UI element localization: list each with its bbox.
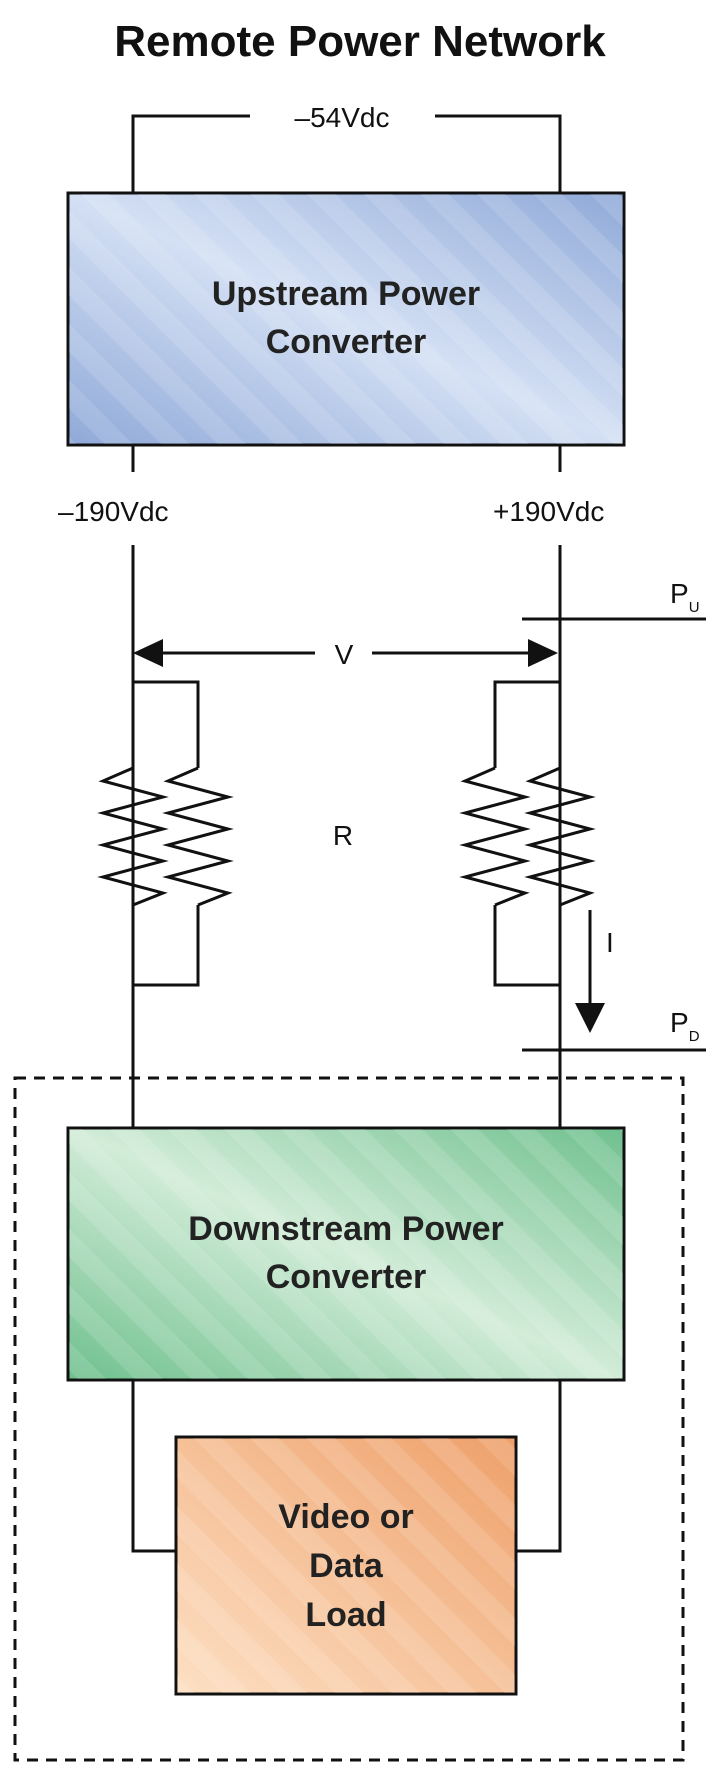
voltage-arrow — [133, 639, 558, 667]
load-wire-right — [516, 1380, 562, 1553]
pos-voltage-label: +190Vdc — [493, 496, 604, 527]
current-arrow — [575, 910, 605, 1033]
input-wire-left — [131, 114, 250, 195]
upstream-label-line1: Upstream Power — [212, 275, 480, 313]
load-wire-left — [131, 1380, 176, 1553]
pu-label-sub: U — [689, 599, 700, 616]
voltage-v-label: V — [335, 639, 354, 670]
downstream-label-line1: Downstream Power — [188, 1210, 504, 1248]
pd-label-main: P — [670, 1007, 689, 1038]
pd-label: PD — [670, 1007, 700, 1045]
pos-line-resistor-pair — [459, 680, 596, 987]
input-voltage-label: –54Vdc — [295, 102, 390, 133]
load-label-line2: Data — [309, 1547, 384, 1585]
current-i-label: I — [606, 927, 614, 958]
load-label-line1: Video or — [278, 1498, 413, 1536]
neg-voltage-label: –190Vdc — [58, 496, 169, 527]
video-data-load-block: Video or Data Load — [174, 1435, 518, 1696]
pu-label: PU — [670, 578, 700, 616]
neg-line-resistor-pair — [97, 680, 234, 987]
input-wire-right — [435, 114, 562, 195]
pd-label-sub: D — [689, 1028, 700, 1045]
remote-site-enclosure — [13, 1076, 685, 1762]
resistance-r-label: R — [333, 820, 353, 851]
downstream-label-line2: Converter — [266, 1258, 427, 1296]
load-label-line3: Load — [305, 1596, 386, 1634]
upstream-label-line2: Converter — [266, 323, 427, 361]
diagram-title: Remote Power Network — [114, 17, 606, 66]
pu-label-main: P — [670, 578, 689, 609]
downstream-converter-block: Downstream Power Converter — [66, 1126, 626, 1382]
upstream-converter-block: Upstream Power Converter — [66, 191, 626, 447]
